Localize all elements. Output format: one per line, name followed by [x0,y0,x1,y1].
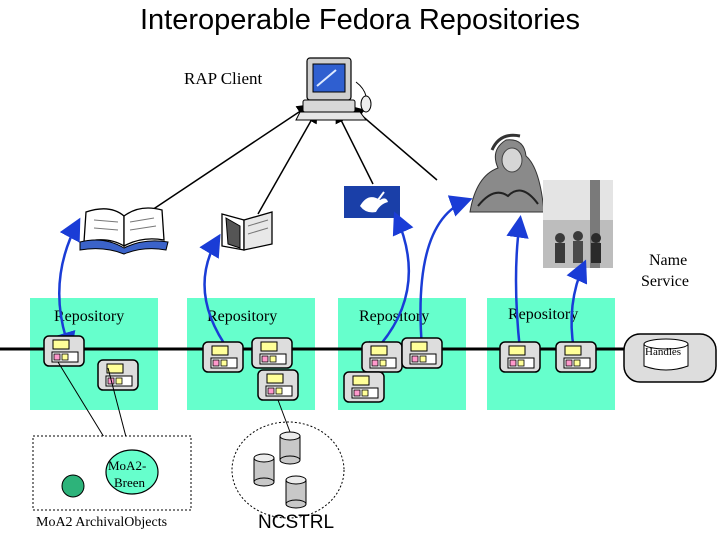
name-service-label-line2: Service [641,273,689,290]
digital-object [43,335,85,367]
moa2-archival-label: MoA2 ArchivalObjects [36,515,168,530]
ncstrl-database-icon [285,475,307,509]
curve-arrow-6 [562,259,588,368]
ncstrl-boundary [231,421,345,519]
ncstrl-database-icon [279,431,301,465]
digital-object [499,341,541,373]
moa2-breen-label-line2: Breen [114,475,146,490]
moa2-archival-node [61,474,85,498]
digital-object [343,371,385,403]
computer-icon [295,57,372,121]
portrait-photo-icon [466,128,546,218]
book-icon [221,211,273,251]
curve-arrow-2 [199,233,241,367]
rap-client-label: RAP Client [184,69,263,88]
link-arrow-4 [350,106,438,181]
digital-object [251,337,293,369]
link-arrow-3 [335,109,374,185]
moa2-breen-node [105,449,159,495]
handles-label: Handles [645,346,682,358]
digital-object [202,341,244,373]
handles-database-icon [623,333,717,383]
digital-object [361,341,403,373]
curve-arrow-1 [53,217,81,355]
digital-object [257,369,299,401]
link-arrow-1 [145,104,311,215]
curve-arrow-3 [362,211,414,365]
name-service-label-line1: Name [649,252,688,269]
ncstrl-label: NCSTRL [258,512,335,533]
diagram-title: Interoperable Fedora Repositories [139,4,581,36]
digital-object [97,359,139,391]
ncstrl-link [277,399,291,433]
moa2-breen-label-line1: MoA2- [108,458,147,473]
ncstrl-database-icon [253,453,275,487]
digital-object [401,337,443,369]
link-arrow-2 [257,109,318,215]
group-photo-icon [543,180,613,268]
curve-arrow-5 [506,215,531,368]
open-book-icon [79,207,169,255]
curve-arrow-4 [410,195,473,366]
digital-object [555,341,597,373]
bird-photo-icon [344,186,400,218]
